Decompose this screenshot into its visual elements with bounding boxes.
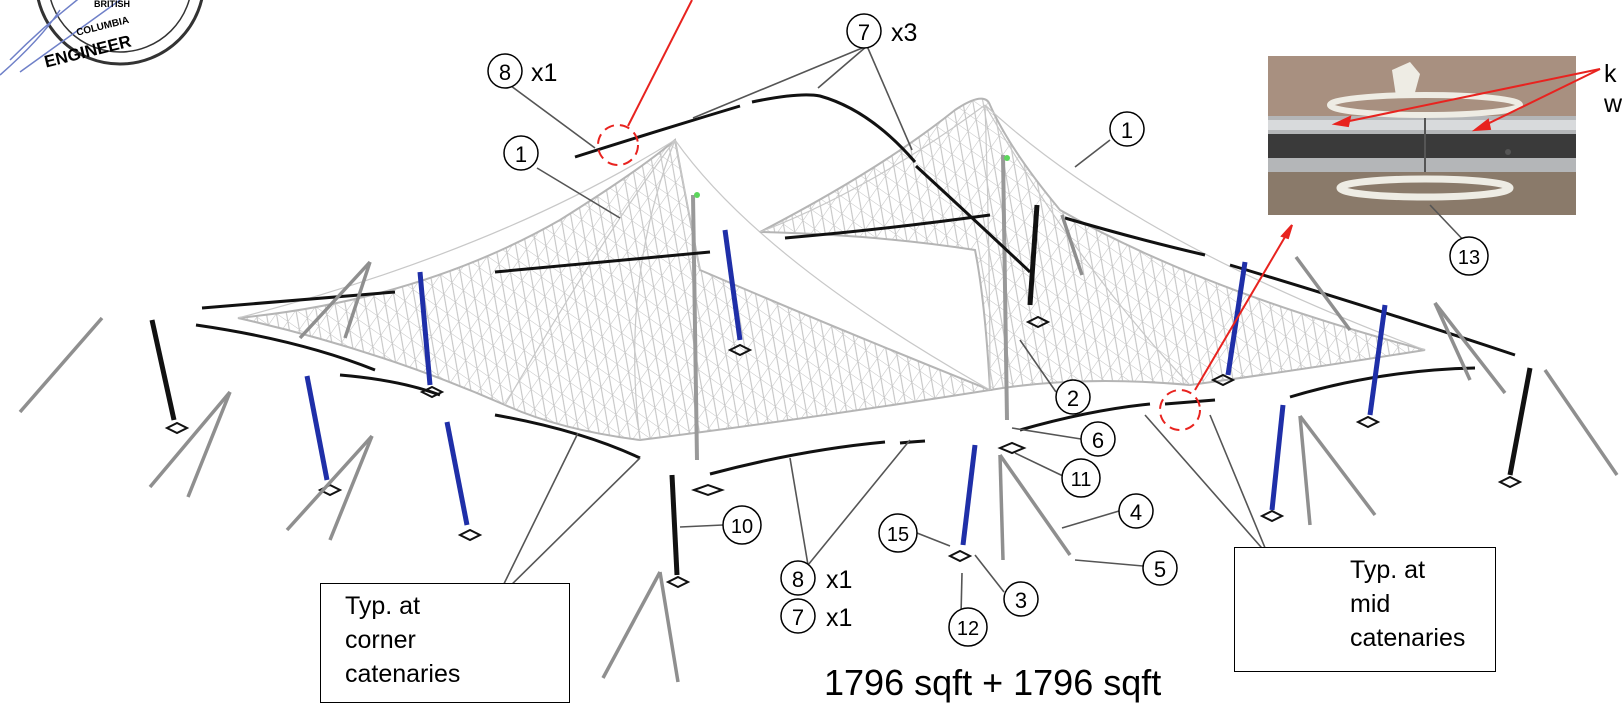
- photo-note-line-2: w: [1604, 90, 1622, 118]
- callout-10: 10: [722, 505, 762, 545]
- corner-note-line-2: corner: [345, 626, 416, 654]
- mid-note-line-3: catenaries: [1350, 624, 1466, 652]
- callout-7-mid: 7: [780, 598, 816, 634]
- qty-7-top: x3: [891, 19, 917, 47]
- svg-text:7: 7: [858, 20, 870, 45]
- callout-1-upper-right: 1: [1109, 111, 1145, 147]
- svg-text:8: 8: [499, 60, 511, 85]
- mast-11: [1367, 304, 1388, 416]
- callout-13: 13: [1449, 236, 1489, 276]
- svg-text:6: 6: [1092, 428, 1104, 453]
- mast-6: [669, 474, 680, 576]
- corner-catenaries-note-box: [320, 583, 570, 703]
- qty-8-mid: x1: [826, 566, 852, 594]
- callout-15: 15: [878, 513, 918, 553]
- mast-3: [304, 375, 330, 481]
- callout-1-upper-left: 1: [503, 135, 539, 171]
- callout-5: 5: [1142, 550, 1178, 586]
- svg-text:1: 1: [1121, 118, 1133, 143]
- guy-rods: [18, 214, 1619, 683]
- area-label: 1796 sqft + 1796 sqft: [824, 662, 1162, 703]
- callout-8-mid: 8: [780, 560, 816, 596]
- mast-top-marker-right: [1004, 155, 1010, 161]
- tent-membrane-right: [759, 97, 1426, 392]
- mast-8: [1027, 204, 1040, 306]
- center-pole-right: [1001, 154, 1009, 421]
- mast-4: [444, 421, 470, 526]
- mast-2: [417, 271, 433, 386]
- stamp-top-text: BRITISH: [94, 0, 130, 9]
- callout-8-top: 8: [487, 53, 523, 89]
- svg-text:12: 12: [957, 618, 979, 640]
- photo-note-line-1: k: [1604, 60, 1617, 88]
- mast-12: [1507, 367, 1533, 476]
- connector-photo: [1268, 56, 1576, 215]
- svg-text:1: 1: [515, 142, 527, 167]
- mid-catenaries-note-box: [1234, 547, 1496, 672]
- callout-12: 12: [948, 607, 988, 647]
- mast-7: [960, 444, 978, 546]
- svg-text:13: 13: [1458, 247, 1480, 269]
- corner-note-line-1: Typ. at: [345, 592, 421, 620]
- svg-text:7: 7: [792, 605, 804, 630]
- svg-text:11: 11: [1071, 469, 1092, 491]
- svg-text:2: 2: [1067, 386, 1079, 411]
- svg-text:4: 4: [1130, 500, 1142, 525]
- mast-10: [1269, 404, 1286, 511]
- red-highlights: [597, 0, 1601, 431]
- callout-6: 6: [1080, 421, 1116, 457]
- detail-circle-mid: [1159, 389, 1201, 431]
- qty-8-top: x1: [531, 59, 557, 87]
- svg-text:3: 3: [1015, 588, 1027, 613]
- engineer-stamp: BRITISH COLUMBIA ENGINEER: [0, 0, 204, 76]
- mast-5: [722, 229, 743, 341]
- svg-text:10: 10: [731, 516, 753, 538]
- callout-3: 3: [1003, 581, 1039, 617]
- callout-11: 11: [1061, 458, 1101, 498]
- detail-circle-top: [597, 124, 639, 166]
- svg-text:8: 8: [792, 567, 804, 592]
- mid-note-line-2: mid: [1350, 590, 1391, 618]
- center-pole-left: [691, 194, 699, 461]
- corner-note-line-3: catenaries: [345, 660, 461, 688]
- catenary-cables: [195, 93, 1516, 476]
- svg-text:15: 15: [887, 524, 909, 546]
- qty-7-mid: x1: [826, 604, 852, 632]
- callout-2: 2: [1055, 379, 1091, 415]
- svg-text:5: 5: [1154, 557, 1166, 582]
- mast-1: [149, 319, 177, 421]
- mast-top-marker-left: [694, 192, 700, 198]
- mid-note-line-1: Typ. at: [1350, 556, 1426, 584]
- callout-7-top: 7: [846, 13, 882, 49]
- base-plates: [164, 315, 1523, 589]
- callout-4: 4: [1118, 493, 1154, 529]
